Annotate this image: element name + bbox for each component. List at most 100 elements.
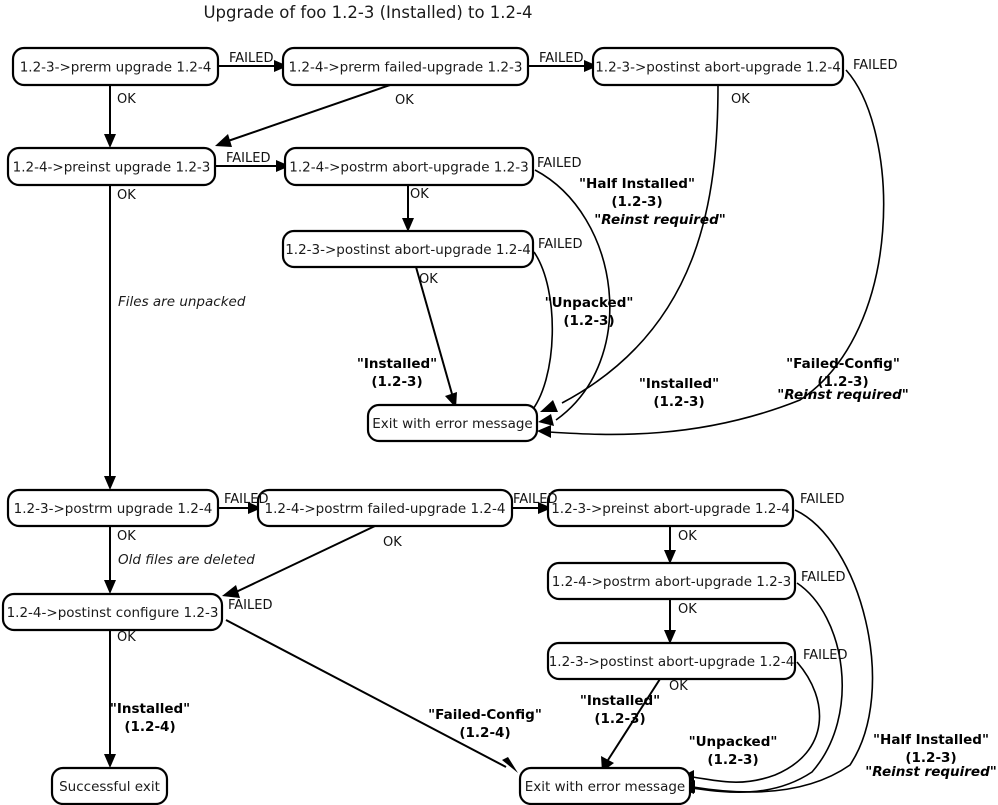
node-preinst-abort-upgrade[interactable]: 1.2-3->preinst abort-upgrade 1.2-4 [546,488,795,528]
state-label-line2: (1.2-3) [594,711,645,727]
edge-postinstabortmid-ok-to-exit [415,266,453,395]
state-label-line1: "Half Installed" [873,732,989,748]
state-label-unpacked-top: "Unpacked" (1.2-3) [545,295,634,329]
state-label-line2: (1.2-3) [905,750,956,766]
state-label-line1: "Installed" [357,356,437,372]
node-label: Exit with error message [372,416,532,432]
state-label-installed-left: "Installed" (1.2-3) [357,356,437,390]
node-box[interactable] [281,229,535,269]
nodes-layer: 1.2-3->prerm upgrade 1.2-4 1.2-4->prerm … [1,46,845,805]
state-label-line1: "Unpacked" [689,734,778,750]
edge-label-failed: FAILED [229,51,273,66]
node-postinst-abort-upgrade-top[interactable]: 1.2-3->postinst abort-upgrade 1.2-4 [591,46,845,87]
node-box[interactable] [256,488,514,528]
node-postrm-failed-upgrade[interactable]: 1.2-4->postrm failed-upgrade 1.2-4 [256,488,514,528]
edge-postrmabortlow-failed-to-exit [691,582,843,793]
arrowhead [537,425,551,438]
edge-label-ok: OK [117,529,136,544]
arrowhead [104,580,116,594]
edge-postinstaborttop-failed-to-exit [548,69,885,436]
arrowhead [584,60,598,72]
node-label: 1.2-3->postrm upgrade 1.2-4 [14,501,213,517]
edge-label-ok: OK [383,535,402,550]
edge-postinstabortlow-ok-to-exit [607,678,661,761]
node-box[interactable] [6,146,217,187]
edge-label-failed: FAILED [537,156,581,171]
node-box[interactable] [518,766,692,805]
node-label: 1.2-3->postinst abort-upgrade 1.2-4 [285,242,531,258]
edge-label-ok: OK [678,529,697,544]
arrowhead [215,134,232,147]
node-label: 1.2-3->prerm upgrade 1.2-4 [20,60,212,76]
arrowhead [104,476,116,490]
node-postinst-configure[interactable]: 1.2-4->postinst configure 1.2-3 [1,592,224,632]
node-successful-exit[interactable]: Successful exit [50,766,169,805]
node-prerm-failed-upgrade[interactable]: 1.2-4->prerm failed-upgrade 1.2-3 [281,46,530,87]
edge-postrmfailed-ok-to-postinstconfigure [235,525,376,593]
state-label-installed-bottom: "Installed" (1.2-3) [580,693,660,727]
node-box[interactable] [281,46,530,87]
state-label-reinst: "Reinst required" [777,387,909,403]
edge-label-ok: OK [395,93,414,108]
node-postinst-abort-upgrade-mid[interactable]: 1.2-3->postinst abort-upgrade 1.2-4 [281,229,535,269]
edge-label-failed: FAILED [226,151,270,166]
node-preinst-upgrade[interactable]: 1.2-4->preinst upgrade 1.2-3 [6,146,217,187]
edge-label-failed: FAILED [539,51,583,66]
node-box[interactable] [546,561,797,601]
edge-label-ok: OK [678,602,697,617]
state-label-line2: (1.2-4) [124,719,175,735]
edge-label-failed: FAILED [538,237,582,252]
node-exit-with-error-message-bottom[interactable]: Exit with error message [518,766,692,805]
state-label-line1: "Failed-Config" [786,356,900,372]
arrowhead [104,134,116,148]
note-old-files-are-deleted: Old files are deleted [118,552,255,568]
edge-label-failed: FAILED [801,570,845,585]
state-label-line2: (1.2-3) [563,313,614,329]
edge-postrmabortmid-failed-to-exit [534,169,611,421]
state-label-line1: "Installed" [110,701,190,717]
node-box[interactable] [283,146,535,187]
state-label-line2: (1.2-3) [371,374,422,390]
edge-postinstaborttop-ok-to-exit [561,84,719,404]
state-label-line2: (1.2-3) [707,752,758,768]
arrowhead [104,754,116,768]
node-box[interactable] [366,403,539,443]
edge-postinstabortmid-failed-to-exit [529,251,554,414]
state-label-line1: "Installed" [639,376,719,392]
edge-label-failed: FAILED [228,598,272,613]
edge-label-failed: FAILED [803,648,847,663]
arrowhead [540,400,558,412]
node-box[interactable] [1,592,224,632]
node-label: Successful exit [59,779,160,795]
node-box[interactable] [50,766,169,805]
state-label-unpacked-bottom: "Unpacked" (1.2-3) [689,734,778,768]
node-label: 1.2-4->postrm abort-upgrade 1.2-3 [289,160,528,176]
node-postrm-abort-upgrade-low[interactable]: 1.2-4->postrm abort-upgrade 1.2-3 [546,561,797,601]
node-label: 1.2-3->postinst abort-upgrade 1.2-4 [595,60,841,76]
node-exit-with-error-message-top[interactable]: Exit with error message [366,403,539,443]
edge-label-ok: OK [731,92,750,107]
node-label: 1.2-4->prerm failed-upgrade 1.2-3 [289,60,523,76]
edge-label-failed: FAILED [800,492,844,507]
node-postrm-upgrade[interactable]: 1.2-3->postrm upgrade 1.2-4 [6,488,220,528]
node-box[interactable] [11,46,220,87]
edge-labels-layer: FAILED FAILED FAILED OK OK OK FAILED FAI… [117,51,897,694]
node-box[interactable] [591,46,845,87]
node-label: 1.2-4->postrm failed-upgrade 1.2-4 [265,501,506,517]
edge-label-ok: OK [669,679,688,694]
page-title: Upgrade of foo 1.2-3 (Installed) to 1.2-… [203,3,532,22]
node-box[interactable] [546,488,795,528]
edge-postinstconfigure-failed-to-exit [225,619,507,768]
edge-prermfailed-ok-to-preinst [227,84,391,142]
state-label-failed-config-top: "Failed-Config" (1.2-3) "Reinst required… [777,356,909,403]
node-postrm-abort-upgrade-mid[interactable]: 1.2-4->postrm abort-upgrade 1.2-3 [283,146,535,187]
arrowhead [538,414,554,426]
node-box[interactable] [546,641,797,681]
node-postinst-abort-upgrade-low[interactable]: 1.2-3->postinst abort-upgrade 1.2-4 [546,641,797,681]
edge-label-ok: OK [117,188,136,203]
state-label-line2: (1.2-4) [459,725,510,741]
node-prerm-upgrade[interactable]: 1.2-3->prerm upgrade 1.2-4 [11,46,220,87]
node-label: 1.2-4->postinst configure 1.2-3 [7,605,219,621]
node-box[interactable] [6,488,220,528]
